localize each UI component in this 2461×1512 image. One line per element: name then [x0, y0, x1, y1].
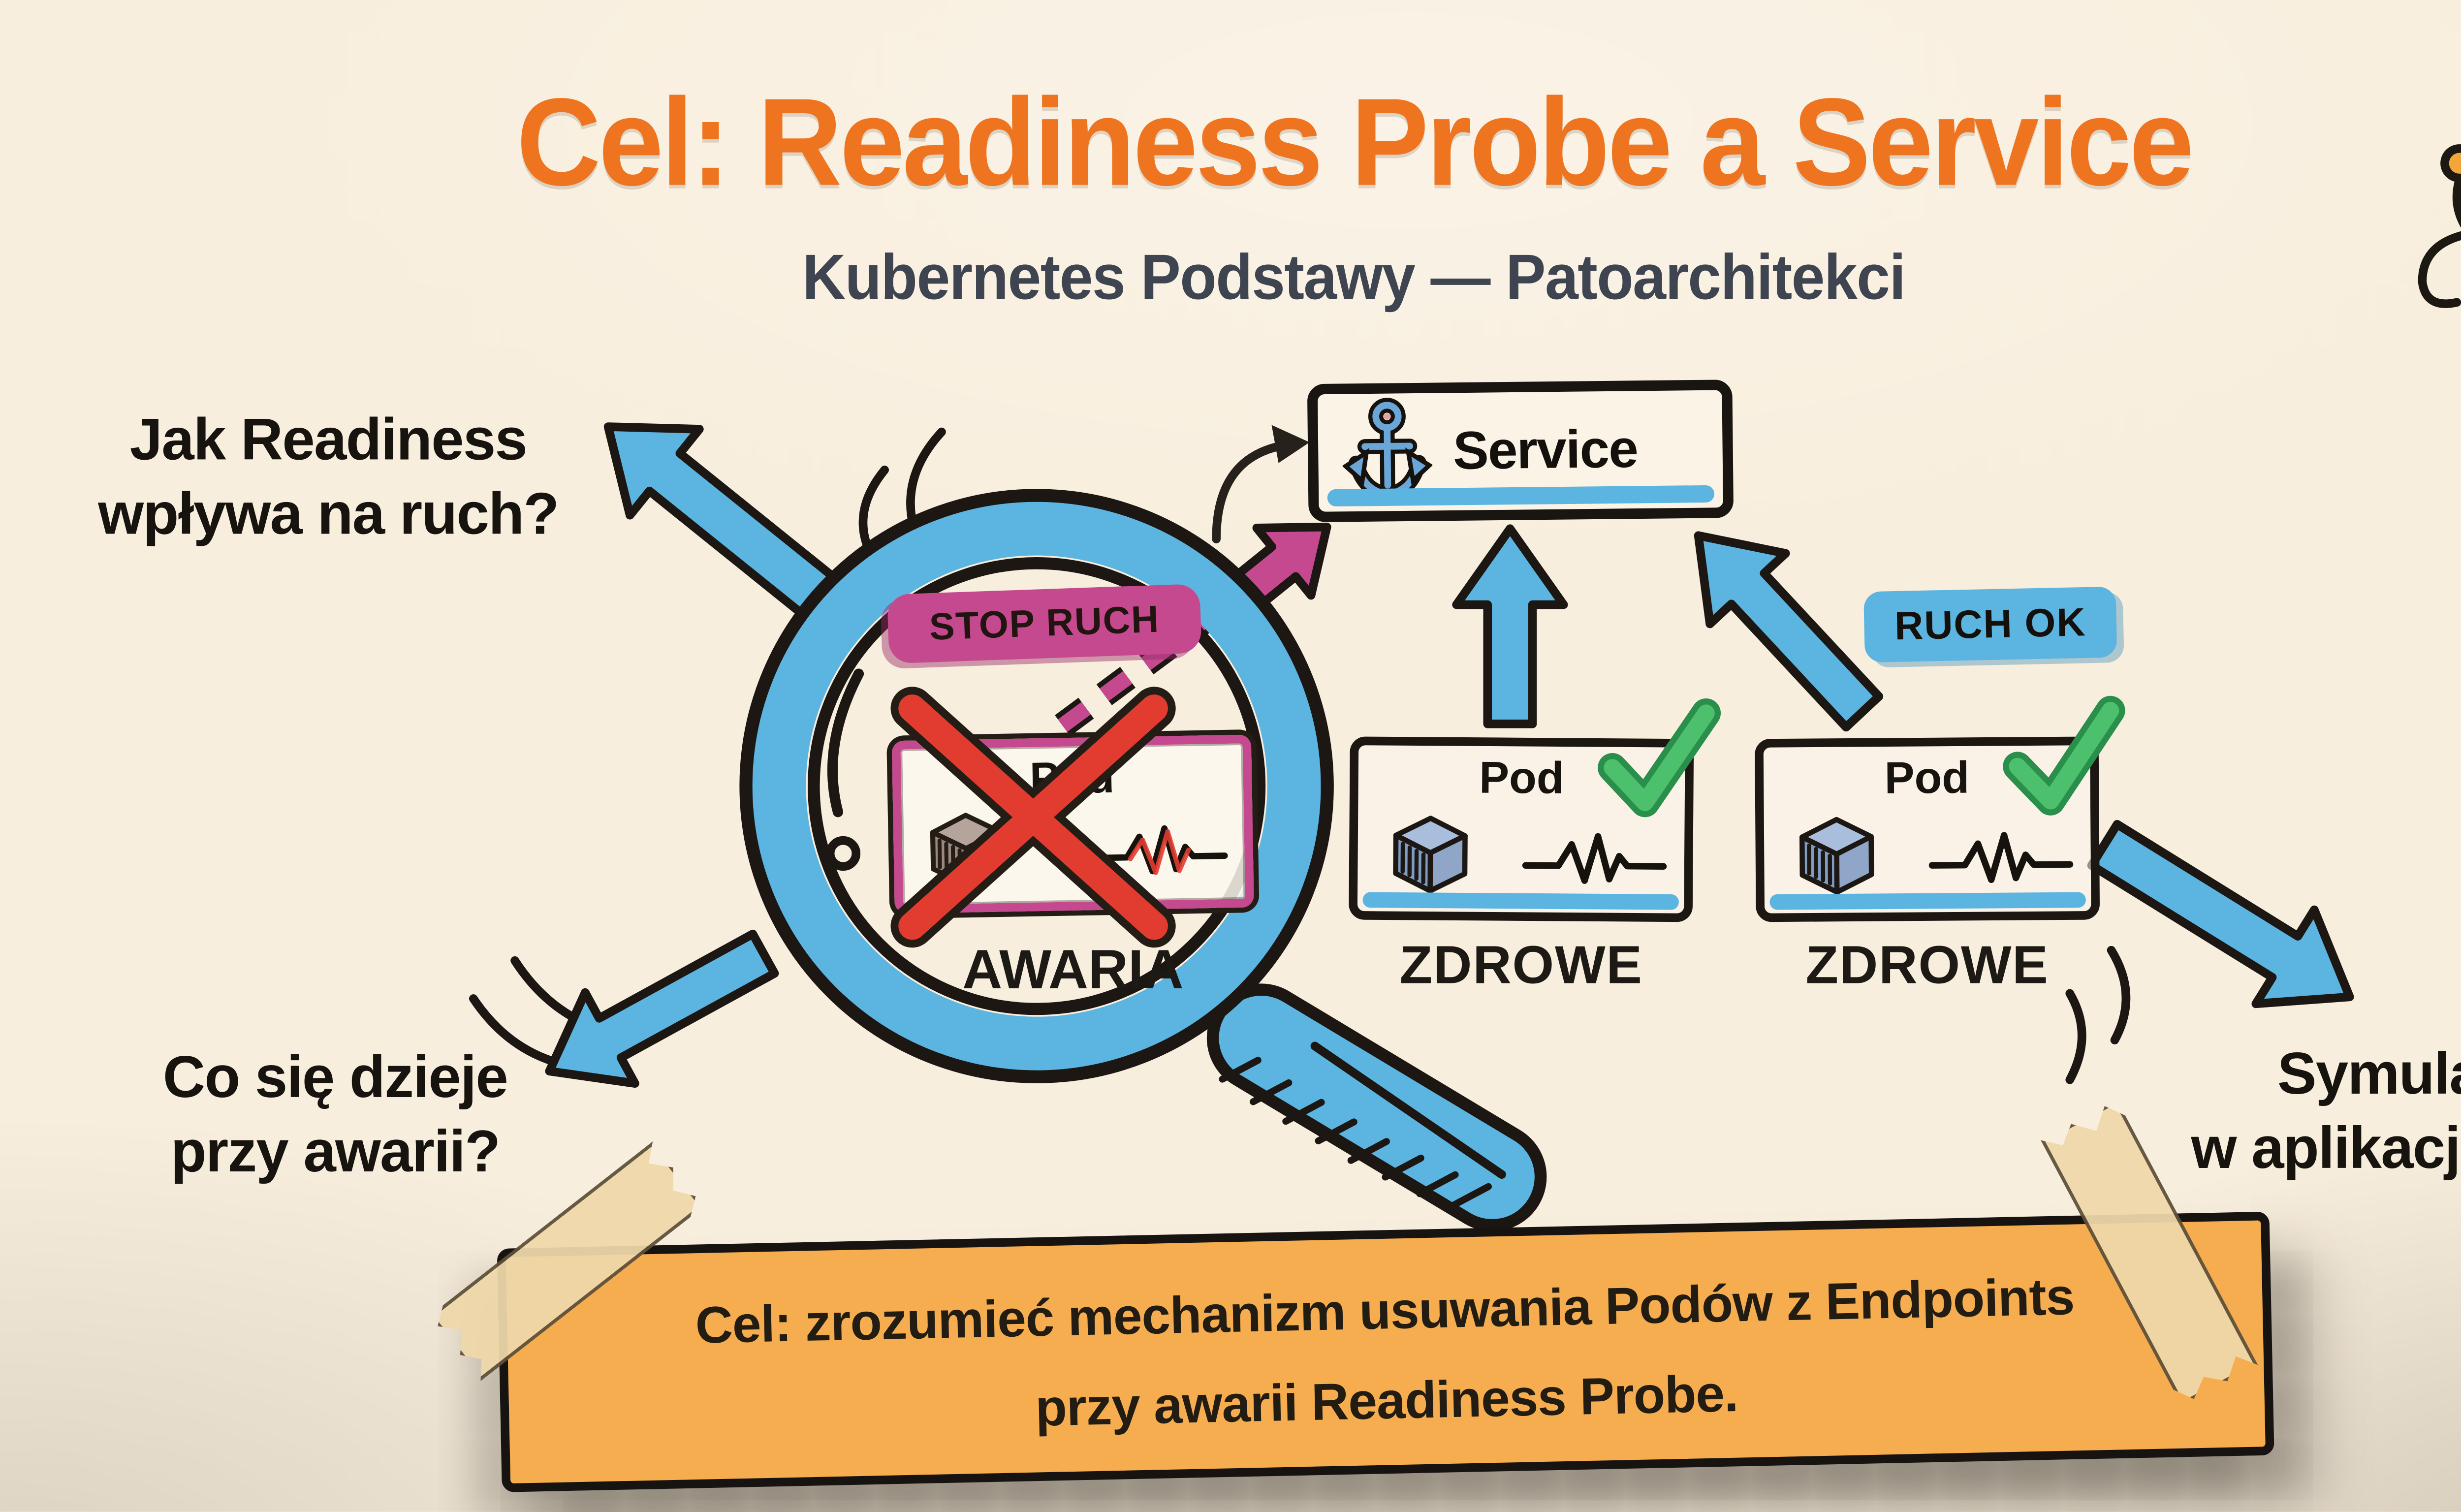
pod-accent-strip: [1362, 892, 1679, 910]
goal-banner-prefix: Cel:: [694, 1296, 792, 1355]
arrow-top-left: [603, 422, 849, 628]
octopus-body: [2418, 144, 2461, 308]
callout-traffic-question: Jak Readiness wpływa na ruch?: [98, 408, 559, 548]
heartbeat-icon: [1522, 833, 1667, 884]
removed-endpoint-dash: [1058, 615, 1207, 732]
pod1-status: ZDROWE: [1399, 935, 1643, 995]
failure-x-icon: [890, 687, 1176, 948]
goal-banner: Cel: zrozumieć mechanizm usuwania Podów …: [497, 1211, 2274, 1492]
healthy-pod-box-2: Pod: [1755, 695, 2125, 922]
heartbeat-icon: [1928, 832, 2074, 883]
curved-arrow-head: [1271, 425, 1310, 463]
container-icon: [1799, 817, 1874, 895]
heartbeat-failing-icon: [1092, 825, 1228, 875]
arrow-pod2-to-service: [1694, 531, 1884, 732]
anchor-icon: [1342, 398, 1433, 502]
page-title: Cel: Readiness Probe a Service: [517, 74, 2195, 213]
magnifier-icon: [739, 489, 1547, 1231]
ready-check-icon: [1598, 698, 1721, 818]
stop-traffic-badge: STOP RUCH: [886, 583, 1202, 664]
failed-pod-status: AWARIA: [962, 938, 1184, 1001]
goal-banner-line2: przy awarii Readiness Probe.: [1035, 1366, 1739, 1438]
pod2-status: ZDROWE: [1805, 935, 2049, 995]
octopus-mascot-logo: [2418, 144, 2461, 308]
octopus-tentacles: [2418, 231, 2461, 308]
container-icon: [1393, 816, 1468, 894]
service-label: Service: [1452, 418, 1638, 481]
hard-hat-icon: [2440, 144, 2461, 183]
service-box: Service: [1307, 379, 1734, 523]
callout-failure-question: Co się dzieje przy awarii?: [162, 1045, 508, 1185]
page-subtitle: Kubernetes Podstawy — Patoarchitekci: [803, 242, 1907, 313]
healthy-pod-box-1: Pod: [1349, 698, 1721, 922]
traffic-ok-badge: RUCH OK: [1863, 586, 2117, 663]
curved-arrow-to-service: [1212, 440, 1297, 543]
goal-banner-line1: Cel: zrozumieć mechanizm usuwania Podów …: [694, 1269, 2075, 1355]
arrow-bottom-left: [545, 929, 779, 1088]
service-accent-strip: [1327, 485, 1715, 507]
pod-accent-strip: [1769, 892, 2086, 910]
callout-kuard-simulation: Symulacja w aplikacji kuard: [2191, 1041, 2461, 1182]
arrow-pod1-to-service: [1452, 524, 1568, 728]
ready-check-icon: [2003, 695, 2125, 816]
arrow-to-kuard: [2087, 819, 2354, 1008]
